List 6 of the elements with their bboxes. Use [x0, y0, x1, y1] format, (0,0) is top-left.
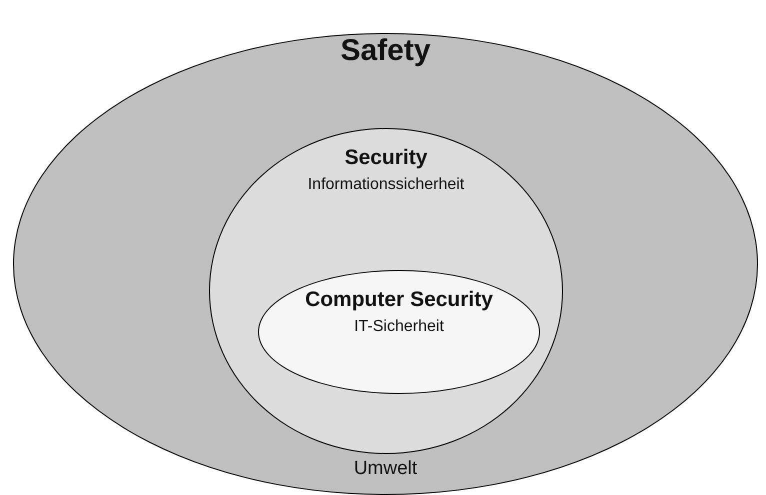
region-subtitle: Informationssicherheit — [308, 176, 464, 194]
region-title: Safety — [340, 34, 431, 68]
region-title: Computer Security — [305, 288, 493, 312]
region-title: Security — [344, 146, 428, 170]
region-subtitle: IT-Sicherheit — [354, 318, 444, 336]
region-label: Umwelt — [354, 458, 418, 480]
